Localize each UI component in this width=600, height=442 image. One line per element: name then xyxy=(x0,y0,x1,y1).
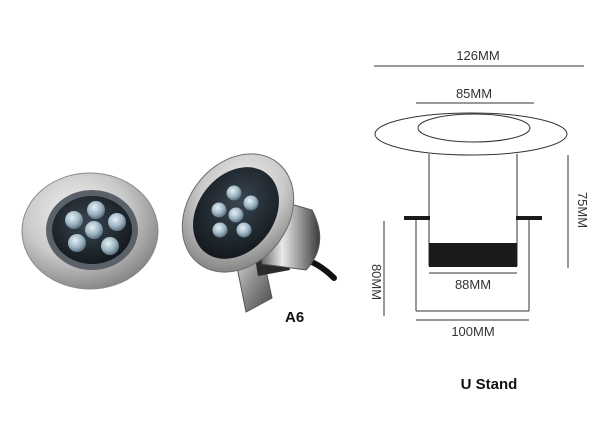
angled-view-light: A6 xyxy=(181,153,337,326)
led-lens xyxy=(226,185,242,201)
led-lens xyxy=(87,201,105,219)
led-lens xyxy=(211,202,227,218)
ground-plate-left xyxy=(404,216,430,220)
dim-sleeve-width: 100MM xyxy=(451,324,494,339)
led-lens xyxy=(212,222,228,238)
led-lens xyxy=(228,207,244,223)
led-lens xyxy=(85,221,103,239)
led-lens xyxy=(243,195,259,211)
angled-led-cluster xyxy=(211,185,259,238)
led-lens xyxy=(101,237,119,255)
led-lens xyxy=(108,213,126,231)
front-led-cluster xyxy=(65,201,126,255)
led-lens xyxy=(65,211,83,229)
body-base-block xyxy=(429,243,517,267)
dim-inner-diameter: 85MM xyxy=(456,86,492,101)
drawing-caption: U Stand xyxy=(461,376,518,393)
ground-plate-right xyxy=(516,216,542,220)
dim-top-diameter: 126MM xyxy=(456,48,499,63)
dim-body-height: 75MM xyxy=(575,192,590,228)
front-view-light xyxy=(21,172,159,290)
model-label: A6 xyxy=(285,309,304,326)
technical-drawing: 126MM 85MM 88MM 100MM 75MM 80MM xyxy=(369,48,590,339)
led-lens xyxy=(236,222,252,238)
dim-body-width: 88MM xyxy=(455,277,491,292)
flange-inner-ellipse xyxy=(417,113,531,143)
dim-sleeve-height: 80MM xyxy=(369,264,384,300)
led-lens xyxy=(68,234,86,252)
